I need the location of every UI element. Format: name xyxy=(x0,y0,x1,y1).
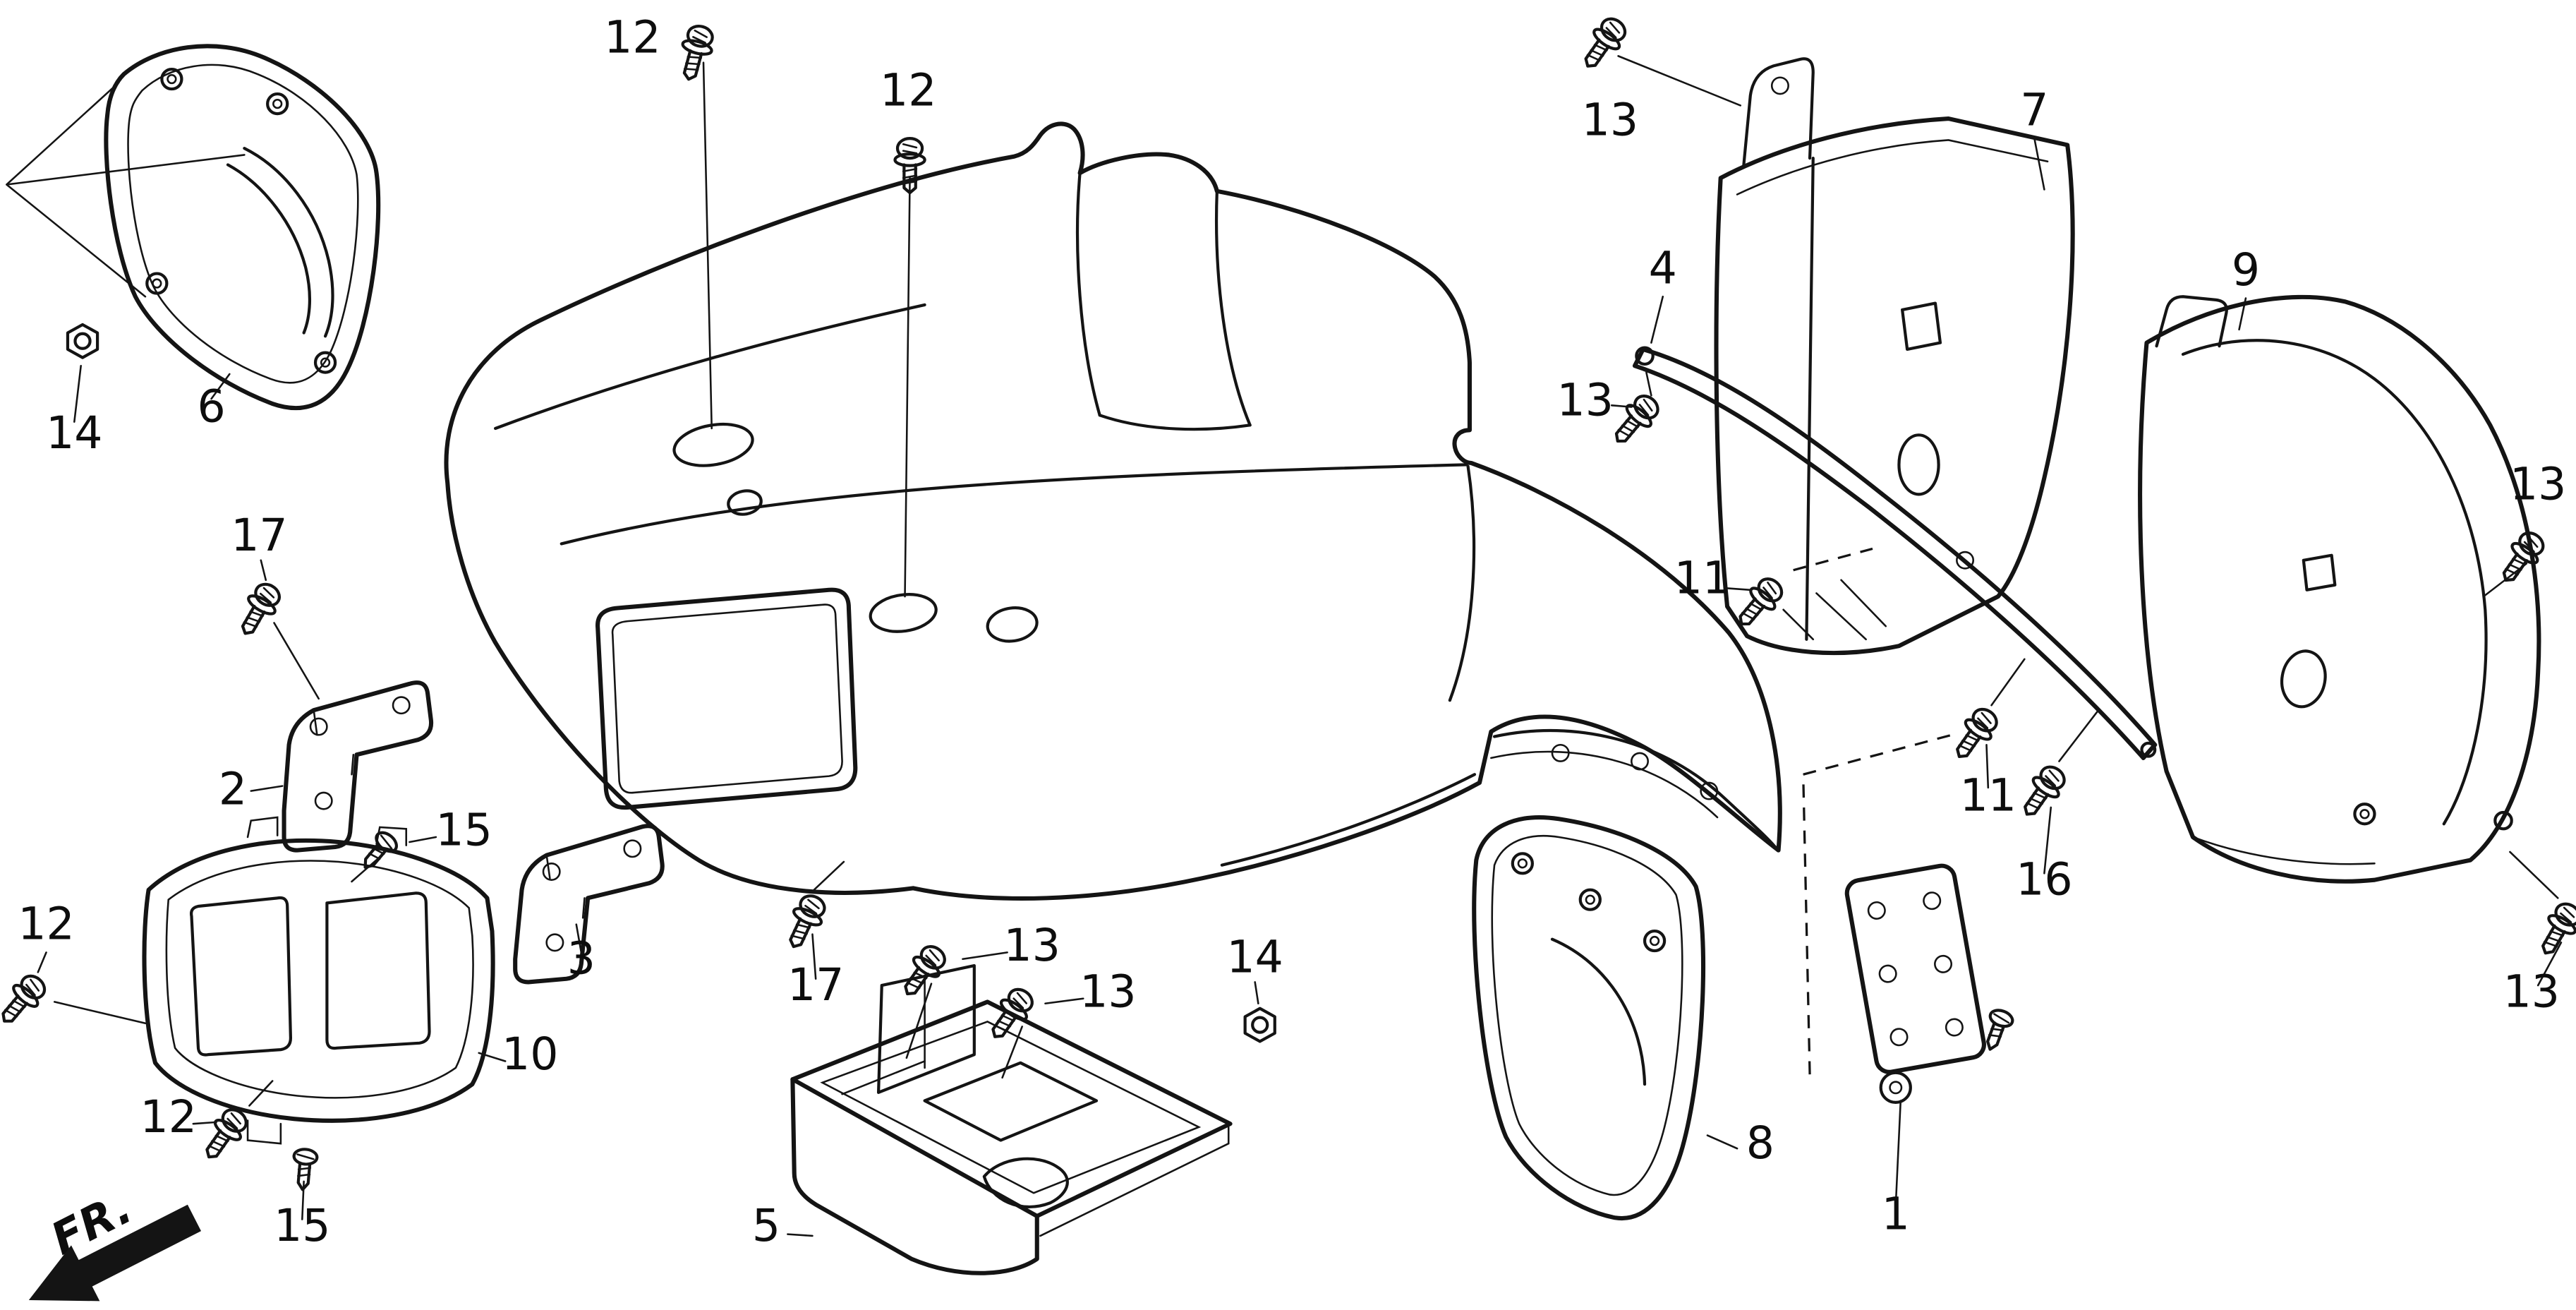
callout-15-b: 15 xyxy=(274,1199,330,1251)
callout-4: 4 xyxy=(1649,242,1677,294)
callout-8: 8 xyxy=(1746,1117,1774,1169)
callout-7: 7 xyxy=(2020,84,2048,136)
callout-13-a: 13 xyxy=(1582,94,1638,146)
bracket-2 xyxy=(282,680,434,853)
bracket-3 xyxy=(513,824,665,985)
callout-14-b: 14 xyxy=(1226,930,1283,982)
callout-1: 1 xyxy=(1882,1188,1910,1240)
hidden-edge-lines xyxy=(1793,547,1952,1075)
callout-12-b: 12 xyxy=(880,64,936,116)
front-fender-body xyxy=(444,121,1782,901)
callout-13-c: 13 xyxy=(2510,457,2566,510)
bolt-12-c xyxy=(0,970,51,1030)
stay-bar-4 xyxy=(1632,346,2158,760)
front-garnish-10 xyxy=(142,816,495,1145)
bolt-16 xyxy=(2015,761,2071,822)
callout-17-b: 17 xyxy=(787,959,844,1011)
nut-14-b xyxy=(1245,1009,1275,1042)
callout-16: 16 xyxy=(2016,853,2072,906)
storage-box-5 xyxy=(790,963,1233,1275)
bolt-17-a xyxy=(232,579,285,641)
callout-13-f: 13 xyxy=(1080,966,1136,1018)
callout-12-d: 12 xyxy=(140,1090,197,1143)
callout-14-a: 14 xyxy=(46,407,102,459)
mud-flap-8 xyxy=(1472,815,1706,1221)
callout-9: 9 xyxy=(2232,244,2260,296)
callout-15-a: 15 xyxy=(435,804,492,856)
bolt-12-d xyxy=(197,1104,253,1165)
callout-10: 10 xyxy=(502,1028,558,1080)
callout-11-b: 11 xyxy=(1960,769,2016,822)
bolt-13-a xyxy=(1576,13,1631,74)
leader-lines xyxy=(6,55,2563,1237)
bolt-12-a xyxy=(675,23,718,83)
mud-guard-6 xyxy=(104,44,381,411)
bolt-13-b xyxy=(1607,390,1664,450)
fr-arrow-icon xyxy=(28,1204,202,1302)
bolt-13-d xyxy=(2532,899,2576,961)
inner-fender-9 xyxy=(2138,294,2541,884)
bolt-13-f xyxy=(983,984,1039,1045)
bolt-17-b xyxy=(780,891,830,953)
callout-13-e: 13 xyxy=(1004,919,1060,971)
callout-12-a: 12 xyxy=(604,11,660,64)
bolt-13-c xyxy=(2493,527,2549,589)
callout-17-a: 17 xyxy=(231,509,287,561)
fasteners xyxy=(0,13,2576,1190)
callout-3: 3 xyxy=(567,932,595,985)
callout-13-b: 13 xyxy=(1557,373,1614,426)
callout-11-a: 11 xyxy=(1674,552,1731,604)
hood-hole-large xyxy=(672,422,754,467)
callout-5: 5 xyxy=(752,1199,780,1251)
callout-2: 2 xyxy=(219,762,247,815)
inner-panel-7 xyxy=(1714,57,2075,656)
mount-plate-1 xyxy=(1844,863,1986,1104)
nut-14-a xyxy=(68,325,97,358)
callout-6: 6 xyxy=(197,380,225,433)
fr-direction-arrow: FR. xyxy=(28,1182,202,1302)
bolt-11-b xyxy=(1947,704,2003,765)
grille-opening xyxy=(595,587,858,810)
callout-13-d: 13 xyxy=(2503,966,2560,1018)
callout-12-c: 12 xyxy=(18,898,74,950)
